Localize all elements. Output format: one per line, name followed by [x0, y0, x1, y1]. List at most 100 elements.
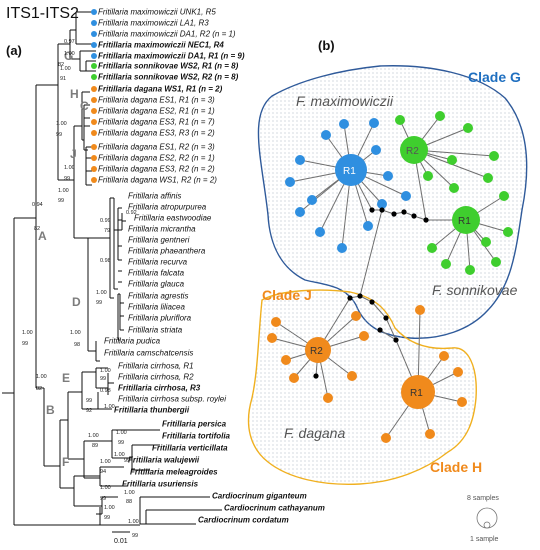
network-node-orange	[439, 351, 449, 361]
clade-h-region	[247, 289, 477, 486]
tip-label: Fritillaria thunbergii	[114, 406, 190, 415]
tip-dot	[91, 155, 97, 161]
support-value: 1.00	[96, 290, 107, 296]
tip-label: Fritillaria dagana ES1, R1 (n = 3)	[98, 96, 215, 105]
network-node-orange	[401, 375, 435, 409]
network-node-orange	[281, 355, 291, 365]
median-vector-node	[393, 337, 399, 343]
network-node-orange	[457, 397, 467, 407]
phylogenetic-tree	[2, 11, 222, 526]
tip-label: Fritillaria falcata	[128, 269, 185, 278]
network-edge	[385, 317, 397, 341]
network-node-green	[449, 183, 459, 193]
tip-label: Fritillaria glauca	[128, 280, 185, 289]
network-node-green	[423, 171, 433, 181]
tip-label: Fritillaria meleagroides	[130, 468, 218, 477]
tip-label: Fritillaria cirrhosa, R1	[118, 362, 194, 371]
tip-label: Fritillaria dagana ES2, R1 (n = 1)	[98, 107, 215, 116]
median-vector-node	[391, 211, 397, 217]
tip-dot	[91, 9, 97, 15]
species-label-sonnikovae: F. sonnikovae	[432, 282, 518, 298]
support-value: 0.94	[32, 202, 43, 208]
support-value: 1.00	[70, 330, 81, 336]
tip-label: Fritillaria dagana ES1, R2 (n = 3)	[98, 143, 215, 152]
support-value: 99	[100, 496, 106, 502]
clade-letter-b: B	[46, 403, 55, 417]
network-node-green	[395, 115, 405, 125]
network-node-green	[483, 173, 493, 183]
median-vector-node	[369, 207, 375, 213]
support-value: 92	[86, 408, 92, 414]
support-value: 0.99	[100, 218, 111, 224]
network-edge	[379, 329, 397, 341]
clade-letter-e: E	[62, 371, 70, 385]
clade-letter-j: J	[70, 147, 77, 161]
support-value: 1.00	[100, 368, 111, 374]
legend-large-circle	[476, 507, 498, 529]
network-node-blue	[295, 207, 305, 217]
median-vector-node	[369, 299, 375, 305]
support-value: 1.00	[36, 374, 47, 380]
support-value: 1.00	[100, 459, 111, 465]
support-value: 99	[86, 398, 92, 404]
tip-label: Fritillaria cirrhosa, R3	[118, 384, 201, 393]
median-vector-node	[411, 213, 417, 219]
tip-dot	[91, 166, 97, 172]
tip-dot	[91, 20, 97, 26]
network-node-orange	[425, 429, 435, 439]
tip-dot	[91, 177, 97, 183]
network-edge	[359, 209, 383, 297]
support-value: 88	[126, 499, 132, 505]
network-node-green	[447, 155, 457, 165]
network-node-green	[481, 237, 491, 247]
support-value: 1.00	[56, 121, 67, 127]
network-node-orange	[347, 371, 357, 381]
network-node-orange	[271, 317, 281, 327]
tip-label: Fritillaria dagana WS1, R2 (n = 2)	[98, 176, 217, 185]
tip-label: Fritillaria cirrhosa, R2	[118, 373, 194, 382]
legend-large-label: 8 samples	[467, 495, 499, 502]
clade-letter-g: G	[64, 49, 73, 63]
network-node-orange	[351, 311, 361, 321]
tip-label: Fritillaria maximowiczii NEC1, R4	[98, 41, 224, 50]
support-value: 1.00	[58, 188, 69, 194]
support-value: 82	[34, 226, 40, 232]
tip-dot	[91, 74, 97, 80]
clade-g-label: Clade G	[468, 69, 521, 85]
network-node-orange	[359, 331, 369, 341]
tip-label: Fritillaria micrantha	[128, 225, 196, 234]
support-value: 1.00	[114, 452, 125, 458]
network-node-blue	[321, 130, 331, 140]
network-node-green	[499, 191, 509, 201]
tip-dot	[91, 31, 97, 37]
tip-label: Fritillaria dagana ES2, R2 (n = 1)	[98, 154, 215, 163]
median-vector-node	[401, 209, 407, 215]
tip-dot	[91, 119, 97, 125]
tip-label: Fritillaria tortifolia	[162, 432, 231, 441]
size-legend: 8 samples 1 sample	[467, 495, 499, 543]
median-vector-node	[377, 327, 383, 333]
tip-dot	[91, 130, 97, 136]
tip-label: Cardiocrinum cordatum	[198, 516, 289, 525]
support-value: 1.00	[104, 404, 115, 410]
tip-label: Fritillaria liliacea	[128, 303, 185, 312]
tip-label: Cardiocrinum cathayanum	[224, 504, 325, 513]
support-value: 99	[56, 132, 62, 138]
tip-label: Fritillaria pudica	[104, 337, 161, 346]
network-node-orange	[305, 337, 331, 363]
tip-dot	[91, 97, 97, 103]
support-value: 1.00	[88, 433, 99, 439]
support-value: 98	[74, 342, 80, 348]
clade-letter-c: C	[80, 99, 89, 113]
tip-label: Cardiocrinum giganteum	[212, 492, 307, 501]
support-value: 1.00	[60, 66, 71, 72]
median-vector-node	[379, 207, 385, 213]
network-node-green	[489, 151, 499, 161]
network-node-blue	[337, 243, 347, 253]
network-node-orange	[267, 333, 277, 343]
network-node-blue	[377, 199, 387, 209]
network-node-green	[427, 243, 437, 253]
tip-dot	[91, 108, 97, 114]
network-node-blue	[315, 227, 325, 237]
